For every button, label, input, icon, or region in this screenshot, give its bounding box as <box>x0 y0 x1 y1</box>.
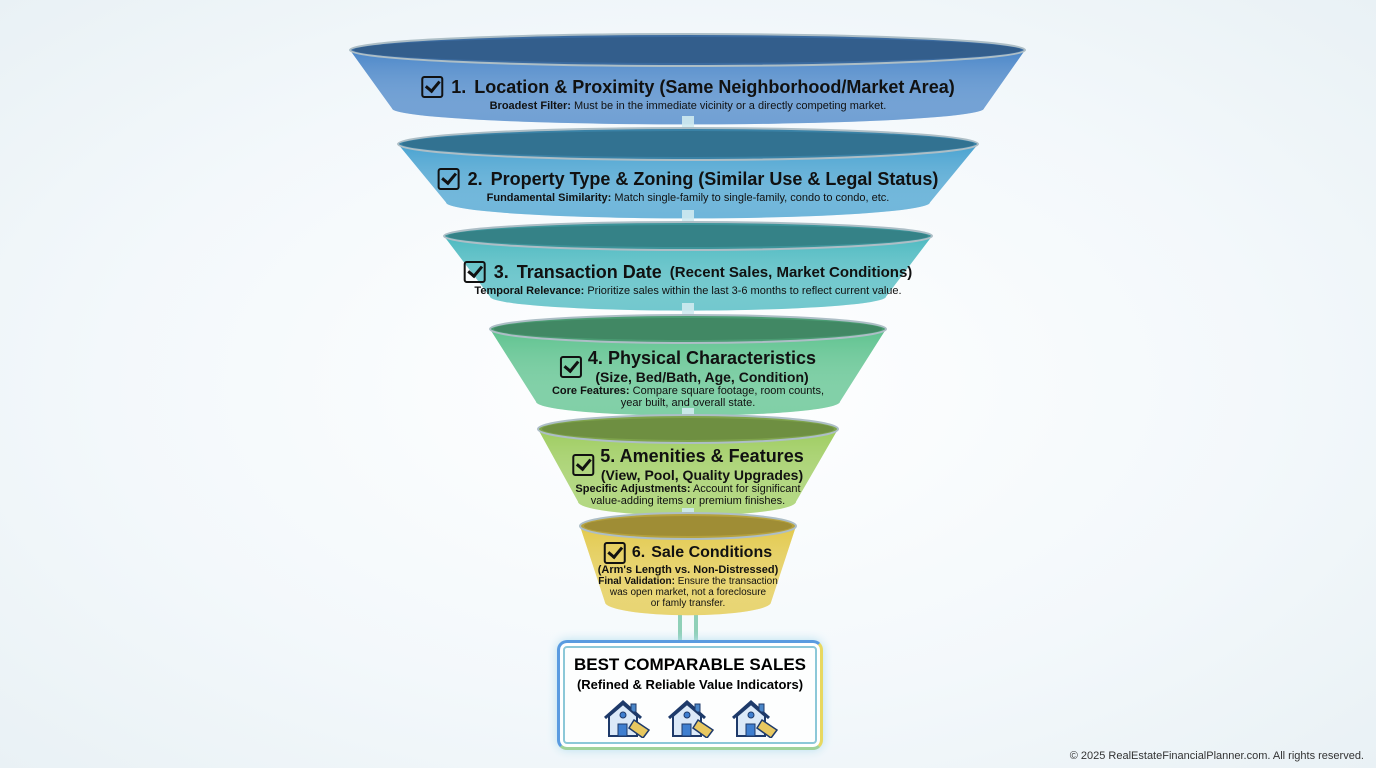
checkbox-icon <box>421 76 444 98</box>
checkbox-icon <box>437 168 460 190</box>
funnel-tier-1 <box>349 33 1026 125</box>
house-tag-icon <box>601 698 651 743</box>
funnel-tier-5 <box>537 414 839 516</box>
tier-6: 6.Sale Conditions (Arm's Length vs. Non-… <box>597 542 779 609</box>
best-comparable-sales-box: BEST COMPARABLE SALES (Refined & Reliabl… <box>557 640 823 750</box>
tier-4: 4. Physical Characteristics(Size, Bed/Ba… <box>551 348 825 409</box>
result-subtitle: (Refined & Reliable Value Indicators) <box>576 677 804 692</box>
checkbox-icon <box>603 542 626 564</box>
funnel-tier-4 <box>489 314 887 416</box>
result-title: BEST COMPARABLE SALES <box>573 655 807 674</box>
tier-1: 1.Location & Proximity (Same Neighborhoo… <box>421 76 955 112</box>
checkbox-icon <box>463 261 486 283</box>
copyright: © 2025 RealEstateFinancialPlanner.com. A… <box>1069 750 1364 762</box>
house-tag-icon <box>729 698 779 743</box>
tier-5: 5. Amenities & Features(View, Pool, Qual… <box>572 446 804 507</box>
checkbox-icon <box>559 355 582 378</box>
funnel-tier-2 <box>397 127 979 219</box>
funnel-tier-3 <box>443 221 933 311</box>
tier-2: 2.Property Type & Zoning (Similar Use & … <box>437 168 938 204</box>
checkbox-icon <box>572 453 595 476</box>
funnel-tier-6 <box>579 512 797 616</box>
tier-3: 3.Transaction Date(Recent Sales, Market … <box>463 261 912 297</box>
house-tag-icon <box>665 698 715 743</box>
